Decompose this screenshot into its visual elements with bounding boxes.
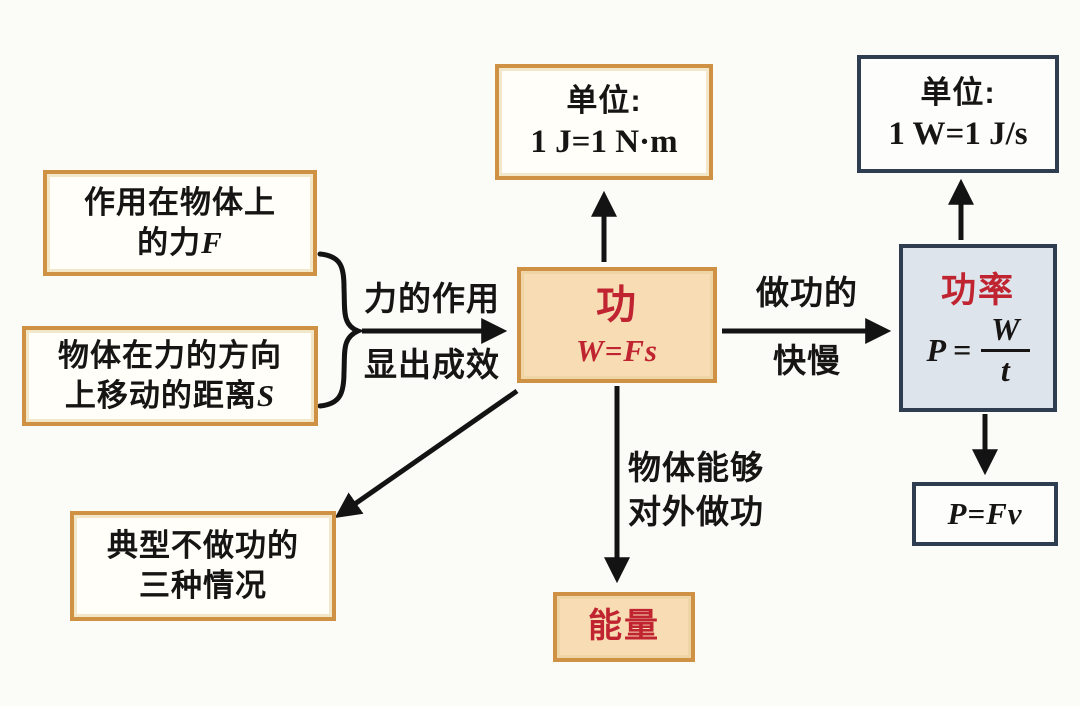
node-no-work: 典型不做功的 三种情况 [70,511,336,621]
no-work-line1: 典型不做功的 [107,528,299,564]
pfv-formula: P=Fv [947,496,1023,532]
node-distance-line1: 物体在力的方向 [58,338,282,374]
edge-label-speed-line1: 做功的 [756,274,858,311]
work-title: 功 [596,282,638,327]
unit-watt-equation: 1 W=1 J/s [888,115,1028,152]
no-work-line2: 三种情况 [139,568,267,603]
arrow-work-to-nowork [334,388,519,518]
edge-label-energy-cond-line1: 物体能够 [628,449,764,486]
power-formula-numerator: W [981,313,1030,352]
node-distance: 物体在力的方向 上移动的距离S [22,326,318,426]
unit-joule-label: 单位: [566,83,642,119]
node-work: 功 W=Fs [517,267,717,383]
edge-label-effect-line1: 力的作用 [364,280,500,317]
energy-title: 能量 [588,607,660,646]
node-distance-line2: 上移动的距离S [64,378,276,413]
node-unit-watt: 单位: 1 W=1 J/s [857,55,1059,173]
node-force-line1: 作用在物体上 [84,185,276,221]
power-formula: P = W t [926,313,1030,388]
power-formula-lhs: P = [926,331,972,368]
edge-label-effect-line2: 显出成效 [364,346,500,383]
node-force-line2: 的力F [137,225,223,260]
unit-joule-equation: 1 J=1 N·m [530,123,678,160]
edge-label-speed-line2: 快慢 [773,342,841,379]
force-symbol: F [201,225,223,260]
work-formula: W=Fs [576,332,658,368]
unit-watt-label: 单位: [920,75,996,111]
node-force: 作用在物体上 的力F [43,170,317,276]
node-power: 功率 P = W t [899,244,1057,412]
distance-symbol: S [256,378,276,413]
node-pfv: P=Fv [912,482,1058,546]
node-unit-joule: 单位: 1 J=1 N·m [495,64,713,180]
power-formula-fraction: W t [981,313,1030,388]
power-title: 功率 [940,270,1015,310]
edge-label-energy-cond-line2: 对外做功 [628,493,764,530]
power-formula-denominator: t [1000,351,1010,388]
node-energy: 能量 [553,592,695,662]
